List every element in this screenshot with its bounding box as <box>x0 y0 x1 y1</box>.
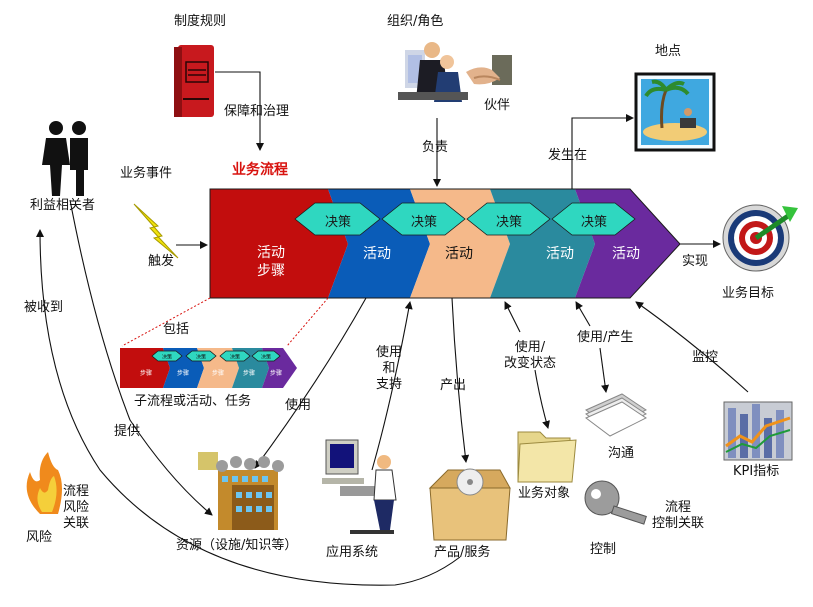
label-partner: 伙伴 <box>484 98 511 113</box>
label-monitor: 监控 <box>692 350 719 365</box>
mini-decision-label-4: 决策 <box>261 354 271 361</box>
resources-building-icon <box>198 452 284 530</box>
label-communication: 沟通 <box>608 446 635 461</box>
arrow-rules-to-process <box>215 71 264 151</box>
label-provide: 提供 <box>114 424 141 439</box>
label-control: 控制 <box>590 542 617 557</box>
label-use-support: 使用 和 支持 <box>375 345 402 392</box>
label-output: 产出 <box>440 378 467 393</box>
mini-step-label-3: 步骤 <box>212 369 224 377</box>
label-business-goal: 业务目标 <box>722 286 775 301</box>
organization-icon <box>398 42 468 102</box>
label-happens-at: 发生在 <box>548 148 588 163</box>
mini-decision-3 <box>219 350 251 362</box>
lightning-icon <box>133 203 179 259</box>
decision-label-1: 决策 <box>324 215 351 230</box>
include-dotted-left <box>121 297 211 347</box>
label-received-by: 被收到 <box>24 300 64 315</box>
segment-label-1: 活动 步骤 <box>257 245 285 279</box>
label-rules: 制度规则 <box>174 14 227 29</box>
key-icon <box>584 480 647 525</box>
label-trigger: 触发 <box>148 254 175 269</box>
arrow-happens-at <box>571 114 634 189</box>
target-icon <box>722 204 798 272</box>
arrow-use-produce-down <box>599 347 610 393</box>
label-process-control: 流程 控制关联 <box>651 500 704 531</box>
arrow-monitor <box>635 301 749 393</box>
mini-decision-4 <box>251 350 281 362</box>
label-subprocess: 子流程或活动、任务 <box>134 394 252 409</box>
computer-user-icon <box>322 439 397 534</box>
label-use: 使用 <box>285 398 312 413</box>
segment-label-3: 活动 <box>445 246 473 262</box>
label-org-role: 组织/角色 <box>387 14 444 29</box>
decision-label-2: 决策 <box>410 215 437 230</box>
label-business-object: 业务对象 <box>518 486 571 501</box>
segment-label-2: 活动 <box>363 246 391 262</box>
arrow-use-resources <box>254 297 367 469</box>
kpi-chart-icon <box>723 401 793 461</box>
label-product-service: 产品/服务 <box>434 545 491 560</box>
label-process-risk: 流程 风险 关联 <box>62 484 89 531</box>
arrow-provide <box>69 199 213 516</box>
decision-label-3: 决策 <box>495 215 522 230</box>
mini-step-label-1: 步骤 <box>140 369 152 377</box>
include-dotted-right <box>286 297 329 347</box>
label-use-change: 使用/ 改变状态 <box>503 340 556 371</box>
label-kpi: KPI指标 <box>733 464 780 479</box>
label-guarantee: 保障和治理 <box>224 104 290 119</box>
paper-stack-icon <box>585 393 647 437</box>
decision-diamonds <box>294 202 636 236</box>
decision-diamond-2 <box>381 202 466 236</box>
fire-icon <box>26 452 63 514</box>
label-responsible: 负责 <box>422 140 449 155</box>
stakeholder-icon <box>42 121 88 196</box>
mini-decision-label-3: 决策 <box>230 354 240 361</box>
arrow-use-produce-up <box>575 301 591 327</box>
label-use-produce: 使用/产生 <box>577 330 634 345</box>
mini-step-label-2: 步骤 <box>177 369 189 377</box>
label-realize: 实现 <box>682 254 709 269</box>
arrow-use-support <box>371 301 413 471</box>
mini-decision-label-2: 决策 <box>196 354 206 361</box>
label-include: 包括 <box>163 322 190 337</box>
arrow-output <box>451 297 470 463</box>
arrow-use-change-up <box>504 301 521 333</box>
handshake-icon <box>466 55 512 85</box>
mini-decision-label-1: 决策 <box>162 354 172 361</box>
decision-label-4: 决策 <box>580 215 607 230</box>
mini-decision-2 <box>185 350 217 362</box>
label-business-process: 业务流程 <box>232 162 288 178</box>
decision-diamond-4 <box>551 202 636 236</box>
label-app-system: 应用系统 <box>326 545 379 560</box>
label-stakeholder: 利益相关者 <box>30 198 96 213</box>
folder-icon <box>517 431 577 483</box>
segment-label-5: 活动 <box>612 246 640 262</box>
island-location-icon <box>634 72 716 152</box>
mini-step-label-4: 步骤 <box>243 369 255 377</box>
label-risk: 风险 <box>26 530 53 545</box>
segment-label-4: 活动 <box>546 246 574 262</box>
product-box-icon <box>428 468 511 541</box>
arrow-received-by <box>36 229 461 586</box>
rule-book-icon <box>174 45 214 117</box>
label-business-event: 业务事件 <box>120 166 173 181</box>
mini-step-label-5: 步骤 <box>270 369 282 377</box>
arrow-use-change-down <box>534 369 550 429</box>
mini-decision-1 <box>151 350 183 362</box>
label-resources: 资源（设施/知识等） <box>176 538 298 553</box>
sub-process-band: 决策 决策 决策 决策 步骤 步骤 步骤 步骤 步骤 <box>120 348 297 388</box>
decision-diamond-3 <box>466 202 551 236</box>
label-location: 地点 <box>655 44 682 59</box>
decision-diamond-1 <box>294 202 381 236</box>
